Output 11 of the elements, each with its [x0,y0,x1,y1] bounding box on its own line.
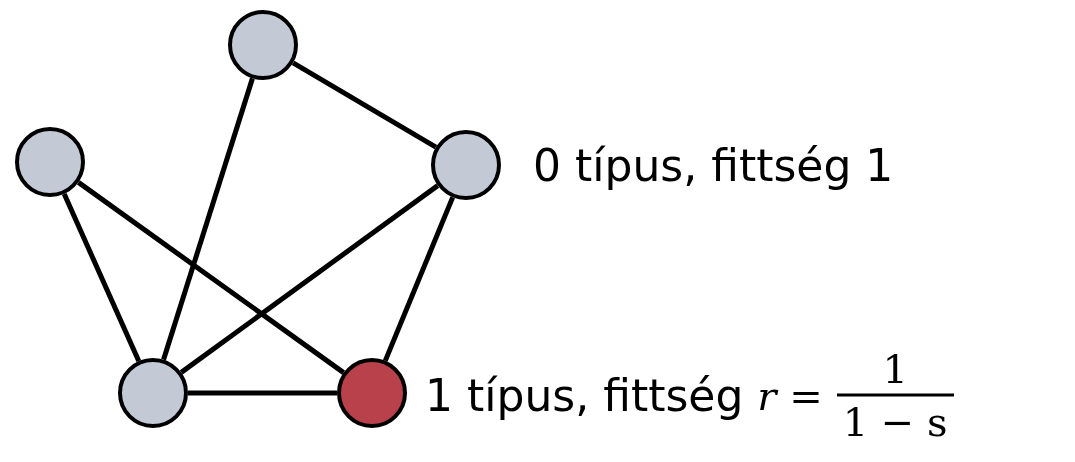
connector-line [383,196,455,362]
fraction: 1 1 − s [836,345,954,445]
node-label: 0 típus, fittség 1 [533,139,894,191]
connector-line [188,390,337,396]
connector-line [291,60,438,150]
connector-line [77,180,345,375]
connector-line [161,77,255,361]
connector-line [61,192,142,363]
connector-line [179,183,440,375]
formula-text: r = [757,372,823,418]
node-label: 1 típus, fittség [425,369,744,421]
